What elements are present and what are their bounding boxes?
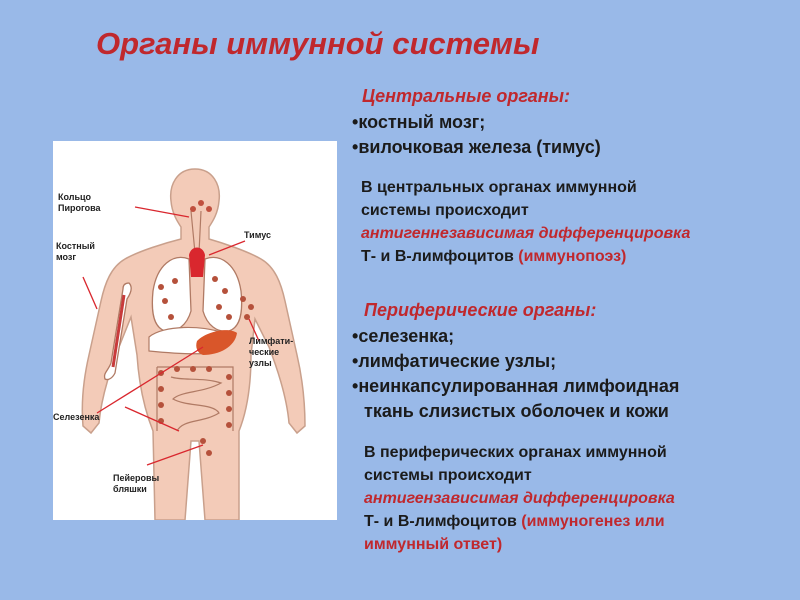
list-item: лимфатические узлы; <box>352 349 679 374</box>
label-thymus: Тимус <box>244 230 272 240</box>
body-illustration <box>81 168 306 520</box>
para-line: Т- и В-лимфоцитов (иммунопоэз) <box>361 245 690 268</box>
spleen <box>196 330 237 355</box>
central-organs-heading: Центральные органы: <box>362 86 570 106</box>
label-line: бляшки <box>113 484 147 494</box>
label-peyer-patches: Пейеровы бляшки <box>113 473 159 495</box>
central-organs-list: костный мозг; вилочковая железа (тимус) <box>352 110 601 160</box>
para-line: системы происходит <box>364 467 532 484</box>
list-item: костный мозг; <box>352 110 601 135</box>
peripheral-organs-description: В периферических органах иммунной систем… <box>364 441 675 556</box>
label-line: мозг <box>56 252 77 262</box>
label-line: Пирогова <box>58 203 101 213</box>
thymus <box>189 247 205 277</box>
para-text: Т- и В-лимфоцитов <box>361 248 519 265</box>
tonsil <box>206 206 212 212</box>
para-highlight: (иммуногенез или <box>521 513 665 530</box>
para-highlight: (иммунопоэз) <box>518 248 627 265</box>
para-line: В периферических органах иммунной <box>364 444 667 461</box>
large-intestine <box>156 366 234 431</box>
label-line: Костный <box>56 241 95 251</box>
label-line: Кольцо <box>58 192 92 202</box>
para-line: системы происходит <box>361 202 529 219</box>
label-line: узлы <box>249 358 272 368</box>
para-highlight: антигензависимая дифференцировка <box>364 490 675 507</box>
para-line: Т- и В-лимфоцитов (иммуногенез или <box>364 510 675 533</box>
right-lung <box>202 256 243 332</box>
immune-system-figure: Кольцо Пирогова Костный мозг Тимус Лимфа… <box>53 141 337 520</box>
lymph-node-dots <box>158 276 254 456</box>
label-lymph-nodes: Лимфати- ческие узлы <box>249 336 293 369</box>
label-line: Пейеровы <box>113 473 160 483</box>
label-line: Лимфати- <box>249 336 294 346</box>
list-item: селезенка; <box>352 324 679 349</box>
label-line: ческие <box>249 347 280 357</box>
list-item: неинкапсулированная лимфоидная <box>352 374 679 399</box>
central-organs-description: В центральных органах иммунной системы п… <box>361 176 690 268</box>
pointer-arrows <box>82 206 260 466</box>
small-intestine <box>170 376 223 432</box>
bone-marrow-core <box>111 294 126 368</box>
left-lung <box>151 256 192 332</box>
list-item: вилочковая железа (тимус) <box>352 135 600 160</box>
label-bone-marrow: Костный мозг <box>56 241 95 263</box>
list-item-continuation: ткань слизистых оболочек и кожи <box>364 401 669 421</box>
para-highlight: антигеннезависимая дифференцировка <box>361 225 691 242</box>
pharynx <box>190 210 202 254</box>
para-line: В центральных органах иммунной <box>361 179 637 196</box>
para-text: Т- и В-лимфоцитов <box>364 513 522 530</box>
label-spleen: Селезенка <box>53 412 100 422</box>
peripheral-organs-list: селезенка; лимфатические узлы; неинкапсу… <box>352 324 679 424</box>
tonsil <box>198 200 204 206</box>
label-pirogov-ring: Кольцо Пирогова <box>58 192 101 214</box>
page-title: Органы иммунной системы <box>96 26 540 61</box>
peripheral-organs-heading: Периферические органы: <box>364 300 597 320</box>
tonsil <box>190 206 196 212</box>
para-highlight: иммунный ответ) <box>364 536 503 553</box>
